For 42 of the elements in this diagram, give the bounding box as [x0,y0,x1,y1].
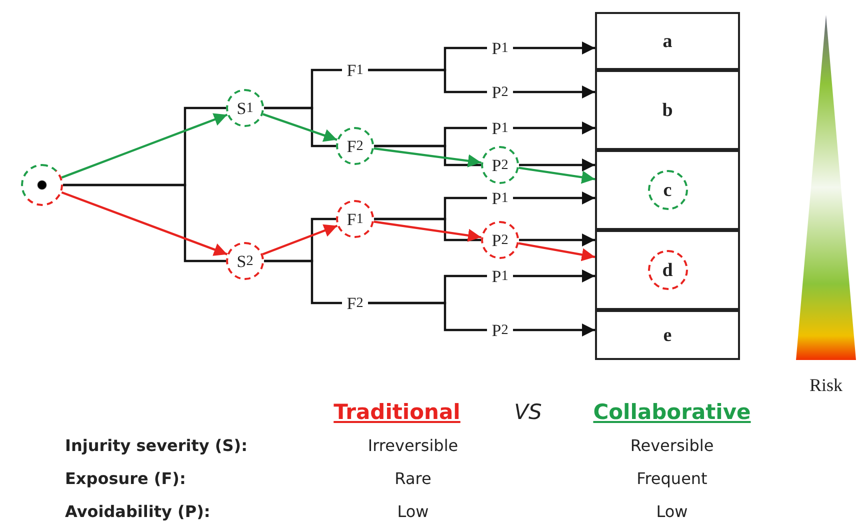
level-box [595,70,740,150]
arrow [513,269,595,283]
arrow [519,158,595,172]
arrow [513,121,595,135]
highlighted-letter: c [648,170,688,210]
connector-line [264,106,336,148]
arrow [513,191,595,205]
table-value: Low [397,502,429,521]
level-box [595,310,740,360]
arrow [513,323,595,337]
arrow [518,166,596,184]
row-heading: Avoidability (P): [65,502,210,521]
column-heading: Traditional [334,400,460,424]
table-value: Reversible [630,436,714,455]
arrow [61,191,228,256]
level-box [595,12,740,70]
highlighted-letter: d [648,250,688,290]
row-heading: Exposure (F): [65,469,186,488]
level-letter: a [662,32,672,50]
arrow [61,113,228,179]
arrow [262,224,338,256]
row-heading: Injurity severity (S): [65,436,248,455]
connector-line [368,68,487,94]
level-box [595,150,740,230]
comparison-word: VS [514,400,542,424]
column-heading: Collaborative [593,400,751,424]
level-box [595,230,740,310]
connector-line [368,302,487,332]
table-value: Irreversible [368,436,458,455]
arrow [262,113,338,142]
level-letter: e [663,326,672,344]
arrow [513,85,595,99]
connector-line [264,260,342,304]
connector-line [63,184,226,262]
arrow [518,242,596,262]
arrow [519,233,595,247]
arrow [513,41,595,55]
axis-label: Risk [810,375,842,396]
table-value: Rare [394,469,432,488]
table-value: Low [656,502,688,521]
table-value: Frequent [636,469,708,488]
level-letter: b [662,100,673,120]
